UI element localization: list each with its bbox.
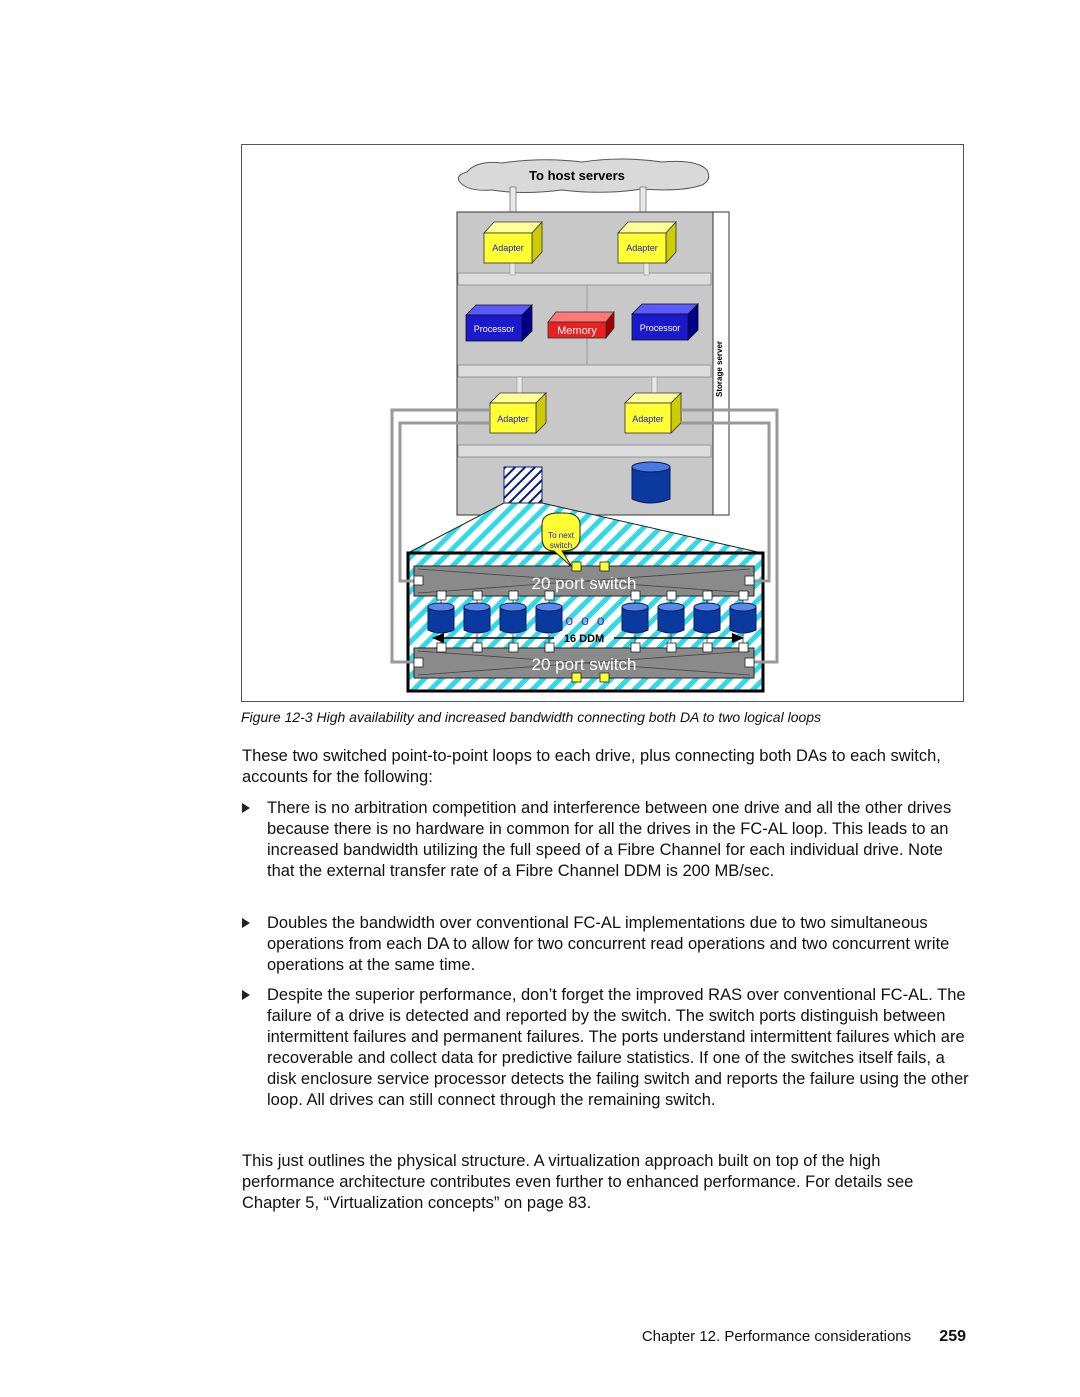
adapter-label: Adapter [632, 414, 664, 424]
processor-left: Processor [465, 304, 533, 342]
drive-port [666, 642, 677, 653]
ddm-arrow: 16 DDM o o o [432, 612, 744, 645]
processor-label: Processor [640, 323, 681, 333]
svg-text:To next: To next [548, 531, 575, 540]
adapter-bottom-right: Adapter [624, 392, 682, 434]
switch-label: 20 port switch [532, 574, 637, 593]
closing-paragraph: This just outlines the physical structur… [242, 1152, 914, 1212]
port-switch-bottom: 20 port switch [413, 647, 755, 679]
to-next-switch-callout: To next switch [541, 512, 581, 568]
loop-cables [390, 408, 779, 664]
solid-disk-icon [631, 461, 671, 504]
drive-port [472, 642, 483, 653]
drive-port [544, 590, 555, 601]
processor-right: Processor [631, 303, 699, 341]
ddm-drive-row [427, 596, 757, 648]
drive-port [630, 642, 641, 653]
adapter-label: Adapter [497, 414, 529, 424]
drive-port [738, 642, 749, 653]
drive-port [472, 590, 483, 601]
ddm-drive-icon [657, 602, 685, 634]
storage-architecture-diagram: To host servers Storage server Adapter A… [390, 158, 779, 693]
figure-frame: To host servers Storage server Adapter A… [241, 144, 964, 702]
switch-port [571, 561, 582, 572]
switch-port [744, 657, 755, 668]
bullet-triangle-icon [242, 803, 250, 813]
figure-caption: Figure 12-3 High availability and increa… [241, 709, 822, 725]
switch-port [413, 575, 424, 586]
switch-port [413, 657, 424, 668]
port-switch-top: 20 port switch [413, 565, 755, 597]
intro-paragraph: These two switched point-to-point loops … [242, 747, 941, 786]
page-footer: Chapter 12. Performance considerations 2… [600, 1328, 966, 1346]
switch-ports [413, 561, 755, 683]
hatched-disk-icon [503, 466, 543, 504]
adapter-top-left: Adapter [483, 220, 543, 265]
switch-port [571, 672, 582, 683]
bullet-triangle-icon [242, 918, 250, 928]
processor-label: Processor [474, 324, 515, 334]
host-cloud: To host servers [457, 158, 710, 193]
ddm-drive-icon [729, 602, 757, 634]
ellipsis-label: o o o [565, 612, 606, 628]
ddm-drive-icon [693, 602, 721, 634]
storage-server: Storage server [456, 211, 730, 516]
drive-port [702, 590, 713, 601]
drive-port [436, 590, 447, 601]
storage-server-label: Storage server [715, 341, 724, 397]
adapter-top-right: Adapter [617, 220, 677, 265]
drive-port [508, 590, 519, 601]
bullet-triangle-icon [242, 990, 250, 1000]
switch-label: 20 port switch [532, 655, 637, 674]
ddm-drive-icon [427, 602, 455, 634]
memory-label: Memory [557, 325, 597, 337]
page-number: 259 [939, 1328, 966, 1345]
drive-port [702, 642, 713, 653]
cloud-label: To host servers [529, 168, 625, 183]
switch-port [599, 672, 610, 683]
memory: Memory [547, 310, 615, 340]
drive-port [508, 642, 519, 653]
ddm-drive-icon [463, 602, 491, 634]
svg-text:switch: switch [550, 541, 572, 550]
drive-port [738, 590, 749, 601]
ddm-drive-icon [535, 602, 563, 634]
ddm-label: 16 DDM [564, 633, 604, 645]
footer-chapter: Chapter 12. Performance considerations [641, 1328, 912, 1345]
drive-port [436, 642, 447, 653]
switch-port [744, 575, 755, 586]
adapter-bottom-left: Adapter [489, 392, 547, 434]
drive-port [630, 590, 641, 601]
ddm-drive-icon [621, 602, 649, 634]
switch-port [599, 561, 610, 572]
adapter-label: Adapter [626, 243, 658, 253]
ddm-drive-icon [499, 602, 527, 634]
adapter-label: Adapter [492, 243, 524, 253]
drive-port [666, 590, 677, 601]
drive-port [544, 642, 555, 653]
